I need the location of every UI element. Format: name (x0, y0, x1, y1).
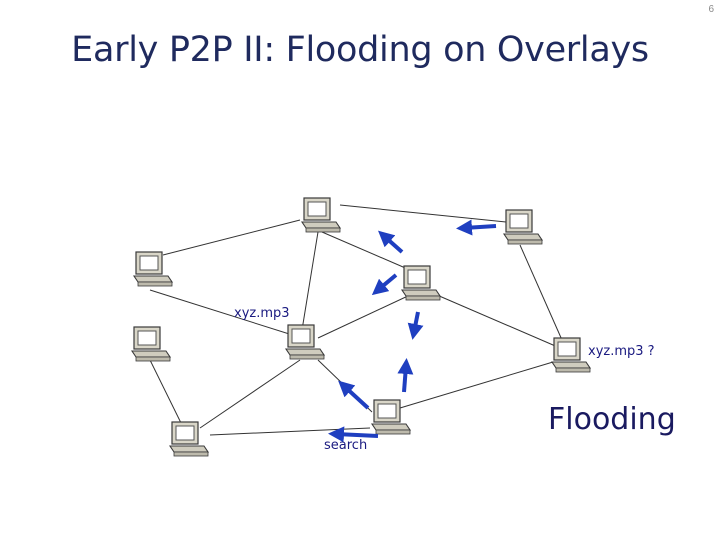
computer-icon (133, 251, 173, 287)
search-label: search (324, 438, 368, 453)
link (301, 231, 319, 331)
link (429, 291, 561, 349)
arrow-icon (378, 230, 404, 254)
computer-icon (285, 324, 325, 360)
computer-icon (131, 326, 171, 362)
file-label-query: xyz.mp3 ? (588, 344, 655, 359)
arrow-icon (407, 311, 424, 340)
arrow-icon (456, 219, 497, 236)
arrow-icon (328, 426, 379, 443)
slide-title: Early P2P II: Flooding on Overlays (71, 30, 649, 70)
arrow-icon (371, 273, 398, 296)
overlay-links (149, 204, 563, 436)
link (399, 361, 554, 409)
arrow-icon (397, 358, 414, 393)
file-label-local: xyz.mp3 (234, 306, 290, 321)
link (317, 294, 411, 339)
link (321, 231, 411, 271)
computer-icon (401, 265, 441, 301)
computer-icon (301, 197, 341, 233)
link (149, 359, 183, 426)
computer-icon (371, 399, 411, 435)
link (162, 219, 301, 256)
link (519, 244, 563, 341)
flood-arrows (328, 219, 497, 443)
link (149, 289, 303, 339)
flooding-caption: Flooding (548, 402, 676, 437)
arrow-icon (338, 380, 370, 410)
link (199, 359, 301, 429)
computer-icon (551, 337, 591, 373)
slide-number: 6 (708, 4, 714, 15)
computer-icon (503, 209, 543, 245)
computer-icon (169, 421, 209, 457)
link (339, 204, 507, 223)
peer-nodes (131, 197, 591, 457)
